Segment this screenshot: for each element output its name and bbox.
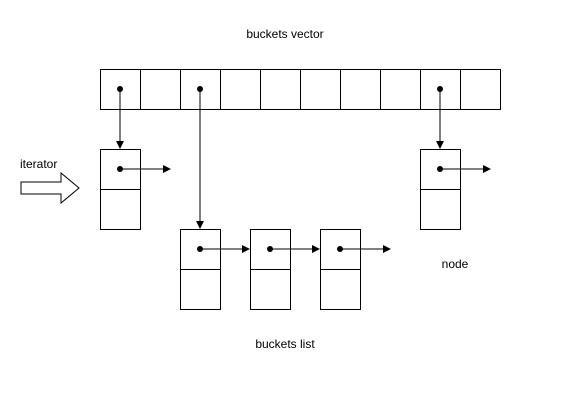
list-node-2: [250, 229, 320, 310]
iterator-label: iterator: [20, 157, 57, 171]
node-label: node: [442, 257, 469, 271]
hollow-right-arrow-icon: [20, 171, 80, 205]
list-node-3: [320, 229, 391, 310]
bucket-cell-5: [260, 69, 301, 110]
list-node-1: [180, 229, 250, 310]
bucket-cell-6: [300, 69, 341, 110]
buckets-vector-label: buckets vector: [246, 27, 323, 41]
node-value-cell: [320, 269, 361, 310]
bucket-cell-10: [460, 69, 501, 110]
buckets-vector: [100, 69, 501, 110]
iterator-node: [100, 149, 171, 230]
right-node: [420, 149, 491, 230]
buckets-list: [180, 229, 391, 310]
bucket-pointer-3: [196, 86, 204, 229]
buckets-list-label: buckets list: [255, 337, 315, 351]
node-value-cell: [100, 189, 141, 230]
node-value-cell: [420, 189, 461, 230]
node-value-cell: [250, 269, 291, 310]
bucket-pointer-9: [436, 86, 444, 149]
bucket-cell-2: [140, 69, 181, 110]
bucket-cell-8: [380, 69, 421, 110]
bucket-cell-4: [220, 69, 261, 110]
node-value-cell: [180, 269, 221, 310]
bucket-cell-7: [340, 69, 381, 110]
bucket-pointer-1: [116, 86, 124, 149]
